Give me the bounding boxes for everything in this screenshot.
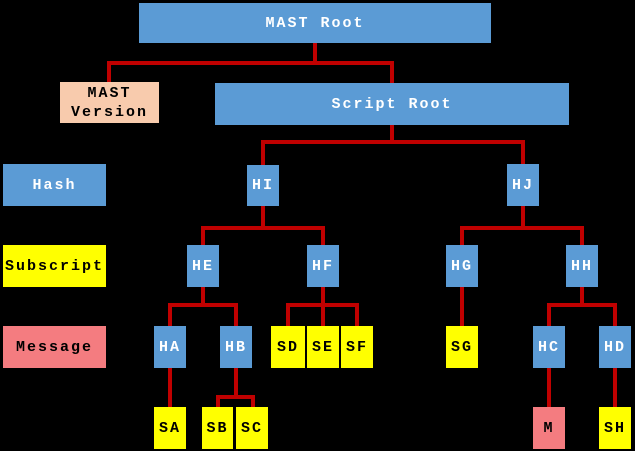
connector-line bbox=[313, 43, 317, 65]
connector-line bbox=[234, 303, 238, 326]
node-se: SE bbox=[307, 326, 339, 368]
connector-line bbox=[168, 303, 172, 326]
connector-line bbox=[390, 125, 394, 144]
connector-line bbox=[321, 226, 325, 245]
connector-line bbox=[286, 303, 359, 307]
connector-line bbox=[261, 140, 265, 165]
connector-line bbox=[286, 303, 290, 326]
node-hd: HD bbox=[599, 326, 631, 368]
node-hg: HG bbox=[446, 245, 478, 287]
connector-line bbox=[216, 395, 220, 407]
connector-line bbox=[107, 61, 394, 65]
node-hj: HJ bbox=[507, 164, 539, 206]
connector-line bbox=[216, 395, 255, 399]
connector-line bbox=[547, 303, 617, 307]
node-mast-version: MAST Version bbox=[60, 82, 159, 123]
connector-line bbox=[390, 61, 394, 83]
node-sb: SB bbox=[202, 407, 233, 449]
node-script-root: Script Root bbox=[215, 83, 569, 125]
connector-line bbox=[547, 368, 551, 407]
connector-line bbox=[201, 226, 205, 245]
legend-message: Message bbox=[3, 326, 106, 368]
node-hf: HF bbox=[307, 245, 339, 287]
connector-line bbox=[234, 368, 238, 399]
connector-line bbox=[460, 287, 464, 326]
node-hc: HC bbox=[533, 326, 565, 368]
connector-line bbox=[580, 226, 584, 245]
node-sc: SC bbox=[236, 407, 268, 449]
node-sd: SD bbox=[271, 326, 305, 368]
node-ha: HA bbox=[154, 326, 186, 368]
connector-line bbox=[107, 61, 111, 83]
connector-line bbox=[521, 206, 525, 230]
node-hb: HB bbox=[220, 326, 252, 368]
connector-line bbox=[613, 303, 617, 326]
node-he: HE bbox=[187, 245, 219, 287]
connector-line bbox=[355, 303, 359, 326]
node-sa: SA bbox=[154, 407, 186, 449]
connector-line bbox=[613, 368, 617, 407]
connector-line bbox=[261, 206, 265, 230]
connector-line bbox=[460, 226, 584, 230]
connector-line bbox=[580, 287, 584, 307]
connector-line bbox=[201, 226, 325, 230]
node-mast-version-line2: Version bbox=[70, 103, 148, 121]
node-hh: HH bbox=[566, 245, 598, 287]
node-mast-version-line1: MAST bbox=[87, 84, 132, 102]
connector-line bbox=[168, 368, 172, 407]
connector-line bbox=[168, 303, 238, 307]
node-sh: SH bbox=[599, 407, 631, 449]
connector-line bbox=[251, 395, 255, 407]
node-m: M bbox=[533, 407, 565, 449]
connector-line bbox=[521, 140, 525, 164]
node-mast-root: MAST Root bbox=[139, 3, 491, 43]
connector-line bbox=[201, 287, 205, 307]
node-sf: SF bbox=[341, 326, 373, 368]
legend-hash: Hash bbox=[3, 164, 106, 206]
legend-subscript: Subscript bbox=[3, 245, 106, 287]
node-sg: SG bbox=[446, 326, 478, 368]
connector-line bbox=[547, 303, 551, 326]
node-hi: HI bbox=[247, 165, 279, 206]
connector-line bbox=[261, 140, 525, 144]
connector-line bbox=[460, 226, 464, 245]
